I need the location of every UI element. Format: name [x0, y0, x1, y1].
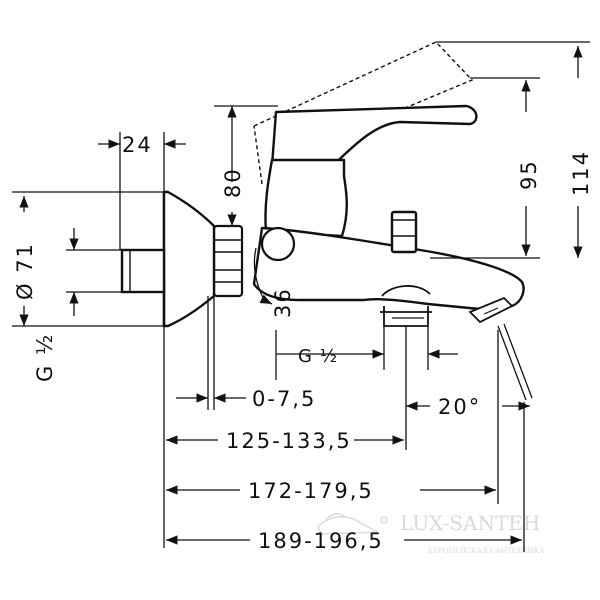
dim-length-125: 125-133,5 [226, 429, 352, 453]
dim-angle-36: 36 [271, 287, 295, 318]
dim-height-114: 114 [569, 150, 593, 196]
wall-rosette [162, 190, 216, 328]
dim-height-95: 95 [517, 159, 541, 190]
watermark-brand: LUX-SANTEH [400, 511, 540, 535]
mixer-body [252, 104, 525, 312]
lever [270, 104, 478, 170]
diverter-knob [390, 210, 418, 254]
dim-height-80: 80 [221, 167, 245, 198]
dim-width-24: 24 [122, 133, 153, 157]
spout [252, 226, 525, 312]
dim-offset-range: 0-7,5 [252, 387, 316, 411]
watermark-logo-icon [317, 513, 388, 535]
dim-length-172: 172-179,5 [248, 479, 374, 503]
dim-thread-left: G ½ [33, 333, 57, 382]
eccentric-nut [212, 224, 296, 298]
body-housing [264, 158, 348, 238]
dimension-lines [12, 41, 590, 552]
dim-thread-spout: G ½ [298, 346, 338, 367]
dim-angle-20: 20° [438, 395, 481, 419]
dim-length-189: 189-196,5 [258, 529, 384, 553]
dim-diameter-71: Ø 71 [13, 242, 37, 300]
inlet-connector [120, 248, 166, 294]
outlet-aerator [468, 296, 514, 324]
lever-raised-outline [253, 41, 474, 185]
watermark-tagline: ЕВРОПЕЙСКАЯ САНТЕХНИКА [428, 546, 545, 555]
watermark: LUX-SANTEH ЕВРОПЕЙСКАЯ САНТЕХНИКА [317, 511, 545, 555]
